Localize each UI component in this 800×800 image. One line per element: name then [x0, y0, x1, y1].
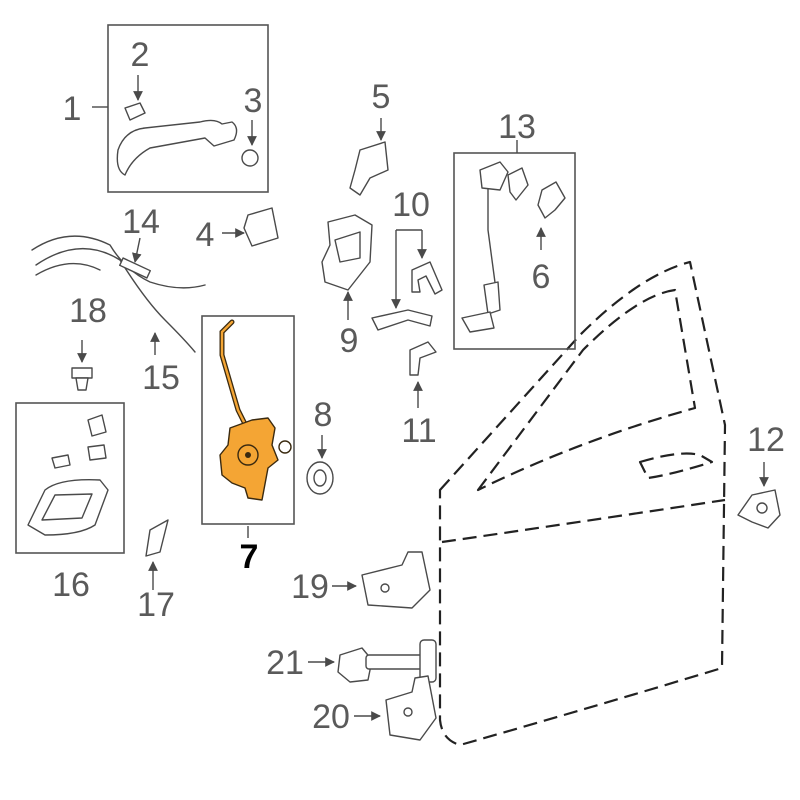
checker-21-part: [308, 639, 437, 683]
hinge-19-part: [332, 551, 431, 609]
striker-12-part: [737, 462, 781, 529]
callout-16: 16: [52, 566, 90, 604]
callout-4: 4: [196, 216, 215, 254]
callout-13: 13: [498, 108, 536, 146]
callout-1: 1: [63, 90, 82, 128]
bolt-18-part: [71, 340, 93, 391]
plate-9-part: [321, 214, 373, 320]
callout-10: 10: [392, 186, 430, 224]
part-11: [409, 341, 437, 408]
callout-5: 5: [372, 78, 391, 116]
box-13: [453, 140, 576, 350]
grommet-8-part: [306, 435, 334, 495]
hinge-20-part: [354, 675, 437, 741]
box-door-latch: [201, 315, 295, 538]
callout-14: 14: [122, 203, 160, 241]
pad-17-part: [145, 519, 169, 557]
callout-12: 12: [747, 421, 785, 459]
callout-15: 15: [142, 359, 180, 397]
box-outer-handle: [92, 24, 269, 193]
callout-19: 19: [291, 568, 329, 606]
outer-handle-part: [116, 119, 238, 176]
callout-20: 20: [312, 698, 350, 736]
callout-7: 7: [240, 538, 259, 576]
bracket-5-part: [349, 118, 389, 196]
callout-18: 18: [69, 292, 107, 330]
callout-3: 3: [244, 82, 263, 120]
callout-6: 6: [532, 258, 551, 296]
cap-part: [241, 149, 259, 167]
callout-21: 21: [266, 644, 304, 682]
callout-2: 2: [131, 36, 150, 74]
callout-17: 17: [137, 586, 175, 624]
callout-labels: 1 2 3 4 5 6 7 8 9 10 11 12 13 14 15 16 1…: [52, 36, 785, 736]
bracket-4-part: [243, 207, 279, 247]
cable-assembly: [31, 235, 206, 355]
clip-part: [124, 102, 146, 121]
box-inner-handle: [15, 402, 125, 554]
parts-10: [371, 229, 443, 331]
callout-9: 9: [340, 322, 359, 360]
callout-11: 11: [401, 412, 436, 450]
door-outline: [438, 260, 727, 747]
callout-8: 8: [314, 396, 333, 434]
